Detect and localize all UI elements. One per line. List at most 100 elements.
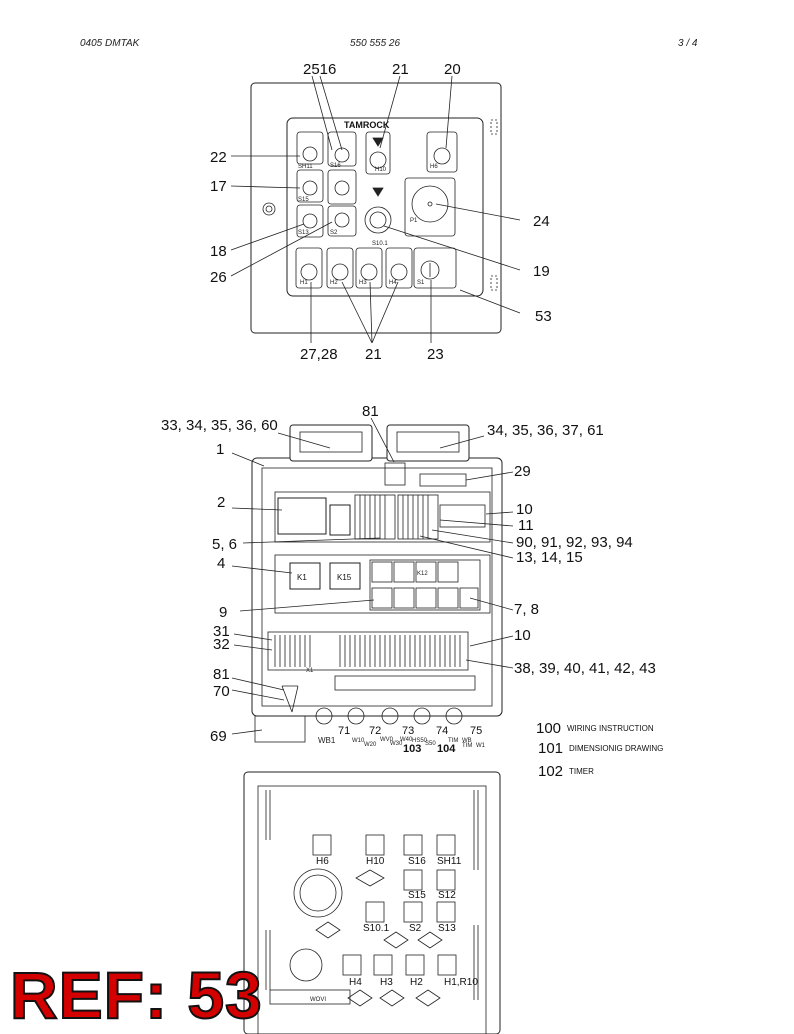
- callout-11: 11: [518, 517, 534, 534]
- callout-38-43: 38, 39, 40, 41, 42, 43: [514, 660, 656, 677]
- doc-number: 550 555 26: [350, 38, 401, 49]
- callout-69: 69: [210, 728, 227, 745]
- callout-10-a: 10: [516, 501, 533, 518]
- plate-s16: S16: [408, 856, 426, 867]
- relay-k1: K1: [297, 573, 307, 582]
- callout-75: 75: [470, 725, 482, 737]
- callout-20: 20: [444, 61, 461, 78]
- cable-w20: W20: [364, 742, 377, 748]
- callout-10-b: 10: [514, 627, 531, 644]
- callout-7-8: 7, 8: [514, 601, 539, 618]
- callout-29: 29: [514, 463, 531, 480]
- callout-34-61: 34, 35, 36, 37, 61: [487, 422, 604, 439]
- callout-1: 1: [216, 441, 224, 458]
- label-s13: S13: [298, 230, 309, 236]
- callout-73: 73: [402, 725, 414, 737]
- callout-21-top: 21: [392, 61, 409, 78]
- cable-w1: W1: [476, 743, 486, 749]
- callout-2516: 2516: [303, 61, 336, 78]
- callout-18: 18: [210, 243, 227, 260]
- cable-wb: WB: [462, 738, 472, 744]
- label-h6: H6: [430, 164, 438, 170]
- plate-wovi: WOVI: [310, 997, 326, 1003]
- label-s15: S15: [298, 197, 309, 203]
- plate-s13: S13: [438, 923, 456, 934]
- label-s2: S2: [330, 230, 338, 236]
- label-s1: S1: [417, 280, 425, 286]
- callout-2: 2: [217, 494, 225, 511]
- terminal-x1: X1: [306, 668, 314, 674]
- label-h2: H2: [330, 280, 338, 286]
- callout-71: 71: [338, 725, 350, 737]
- legend-102-text: TIMER: [569, 767, 594, 776]
- callout-53: 53: [535, 308, 552, 325]
- callout-24: 24: [533, 213, 550, 230]
- plate-s15: S15: [408, 890, 426, 901]
- callout-31: 31: [213, 623, 230, 640]
- callout-70: 70: [213, 683, 230, 700]
- legend-101-num: 101: [538, 740, 563, 757]
- plate-h3: H3: [380, 977, 393, 988]
- label-s16: S16: [330, 163, 341, 169]
- brand-logo: TAMROCK: [344, 120, 390, 130]
- legend: 100 WIRING INSTRUCTION 101 DIMENSIONIG D…: [536, 720, 663, 780]
- callout-13-15: 13, 14, 15: [516, 549, 583, 566]
- label-h10: H10: [375, 167, 387, 173]
- callout-26: 26: [210, 269, 227, 286]
- cable-hs50: HS50: [412, 738, 428, 744]
- plate-s10-1: S10.1: [363, 923, 390, 934]
- plate-h4: H4: [349, 977, 362, 988]
- legend-102-num: 102: [538, 763, 563, 780]
- relay-k12: K12: [417, 571, 428, 577]
- plate-s2: S2: [409, 923, 422, 934]
- plate-h10: H10: [366, 856, 385, 867]
- callout-81-top: 81: [362, 403, 379, 420]
- callout-103: 103: [403, 743, 421, 755]
- callout-21-bottom: 21: [365, 346, 382, 363]
- plate-h1-r10: H1,R10: [444, 977, 478, 988]
- callout-72: 72: [369, 725, 381, 737]
- callout-9: 9: [219, 604, 227, 621]
- legend-100-text: WIRING INSTRUCTION: [567, 724, 654, 733]
- page-indicator: 3 / 4: [678, 38, 698, 49]
- callout-4: 4: [217, 555, 225, 572]
- callout-5-6: 5, 6: [212, 536, 237, 553]
- callout-22: 22: [210, 149, 227, 166]
- callout-23: 23: [427, 346, 444, 363]
- label-h1: H1: [300, 280, 308, 286]
- cable-tim-2: TIM: [462, 743, 472, 749]
- callout-74: 74: [436, 725, 448, 737]
- callout-32: 32: [213, 636, 230, 653]
- plate-h6: H6: [316, 856, 329, 867]
- cable-s50: S50: [425, 741, 436, 747]
- cabinet: K1 K15 K12 X1: [161, 403, 656, 755]
- callout-90-94: 90, 91, 92, 93, 94: [516, 534, 633, 551]
- label-h4: H4: [389, 280, 397, 286]
- label-sh11: SH11: [298, 164, 313, 170]
- plate-s12: S12: [438, 890, 456, 901]
- legend-100-num: 100: [536, 720, 561, 737]
- label-p1: P1: [410, 218, 418, 224]
- callout-27-28: 27,28: [300, 346, 338, 363]
- callout-104: 104: [437, 743, 456, 755]
- relay-k15: K15: [337, 573, 352, 582]
- cable-w10: W10: [352, 738, 365, 744]
- plate-h2: H2: [410, 977, 423, 988]
- callout-81-left: 81: [213, 666, 230, 683]
- cable-wb1: WB1: [318, 736, 336, 745]
- control-panel: TAMROCK SH11 S: [210, 61, 552, 363]
- label-s10-1: S10.1: [372, 241, 388, 247]
- callout-33-60: 33, 34, 35, 36, 60: [161, 417, 278, 434]
- callout-17: 17: [210, 178, 227, 195]
- plate-sh11: SH11: [437, 856, 462, 867]
- legend-101-text: DIMENSIONIG DRAWING: [569, 744, 663, 753]
- cable-tim-1: TIM: [448, 738, 458, 744]
- cable-w30: W30: [390, 741, 403, 747]
- cable-w40: W40: [400, 737, 413, 743]
- back-plate: H6 H10 S16 SH11 S15 S12 S10.1 S2 S13 H4 …: [243, 771, 501, 1034]
- cable-wv0: WV0: [380, 737, 394, 743]
- doc-code: 0405 DMTAK: [80, 38, 140, 49]
- label-h3: H3: [359, 280, 367, 286]
- callout-19: 19: [533, 263, 550, 280]
